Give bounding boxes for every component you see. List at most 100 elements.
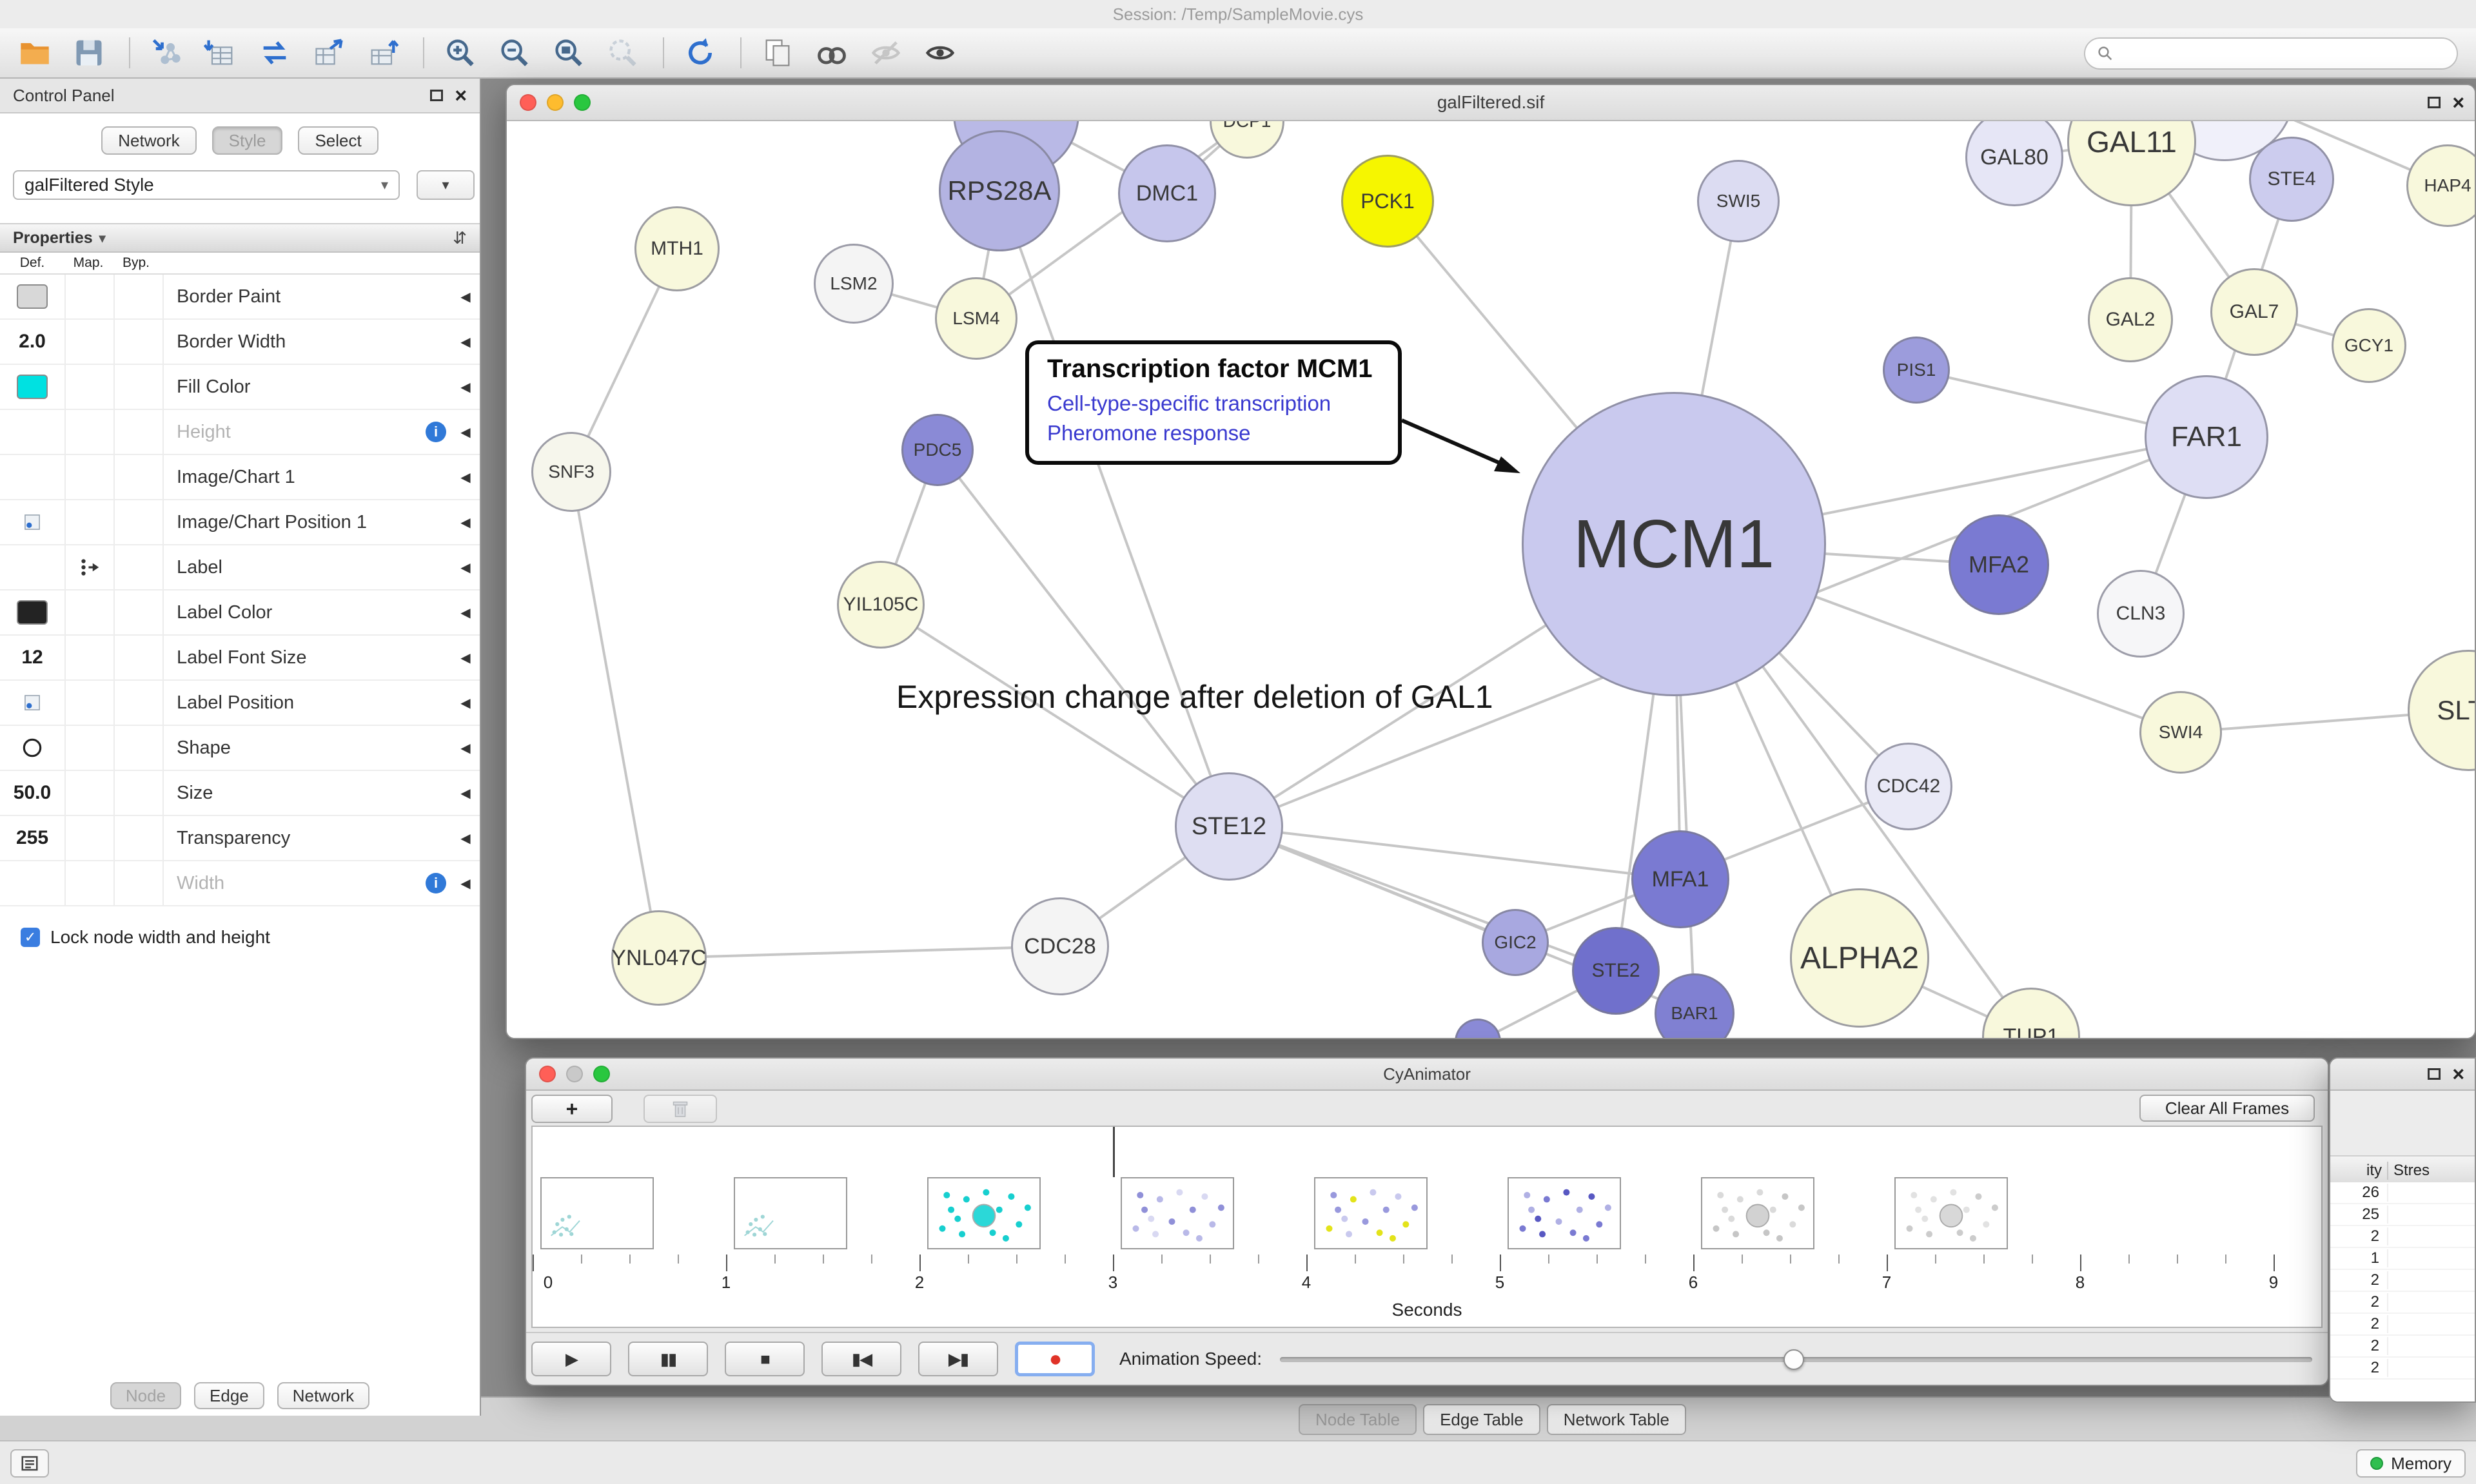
network-canvas[interactable]: RPS28ADMC1DCP1PCK1SWI5GAL80GAL11STE4HAP4…	[507, 121, 2475, 1038]
tab-select[interactable]: Select	[298, 126, 378, 155]
property-row[interactable]: Border Paint i ◀	[0, 275, 480, 320]
expand-arrow-icon[interactable]: ◀	[460, 786, 471, 801]
graph-node-LSM2[interactable]: LSM2	[814, 244, 894, 324]
expand-arrow-icon[interactable]: ◀	[460, 380, 471, 395]
graph-node-MCM1[interactable]: MCM1	[1522, 392, 1826, 696]
network-window-titlebar[interactable]: galFiltered.sif ×	[507, 85, 2475, 121]
delete-frame-button[interactable]	[644, 1095, 717, 1123]
graph-node-SNF3[interactable]: SNF3	[531, 432, 611, 512]
graph-node-CDC28[interactable]: CDC28	[1011, 897, 1109, 995]
graph-node-MFA2[interactable]: MFA2	[1949, 514, 2049, 615]
frame-thumbnail[interactable]	[1314, 1177, 1428, 1249]
property-row[interactable]: Image/Chart 1 i ◀	[0, 455, 480, 500]
expand-arrow-icon[interactable]: ◀	[460, 650, 471, 665]
graph-node-GAL80[interactable]: GAL80	[1965, 121, 2063, 206]
graph-node-PIS1[interactable]: PIS1	[1883, 337, 1950, 404]
results-panel-header[interactable]: ×	[2330, 1059, 2475, 1091]
lock-node-size-row[interactable]: ✓ Lock node width and height	[21, 927, 480, 948]
frame-thumbnail[interactable]	[927, 1177, 1041, 1249]
skip-to-start-button[interactable]: ▮◀	[821, 1342, 901, 1376]
graph-node-GAL2[interactable]: GAL2	[2088, 277, 2173, 362]
graph-node-GCY1[interactable]: GCY1	[2332, 308, 2406, 383]
memory-indicator[interactable]: Memory	[2356, 1449, 2466, 1478]
column-header[interactable]: ity	[2330, 1162, 2388, 1180]
property-row[interactable]: 50.0 Size i ◀	[0, 771, 480, 816]
tab-network-bottom[interactable]: Network	[277, 1382, 370, 1409]
property-row[interactable]: 2.0 Border Width i ◀	[0, 320, 480, 365]
annotation-box[interactable]: Transcription factor MCM1 Cell-type-spec…	[1025, 340, 1402, 465]
property-row[interactable]: Label i ◀	[0, 545, 480, 591]
skip-to-end-button[interactable]: ▶▮	[918, 1342, 998, 1376]
graph-node-DMC1[interactable]: DMC1	[1118, 144, 1216, 242]
style-combobox[interactable]: galFiltered Style ▾	[13, 170, 400, 200]
status-menu-button[interactable]	[10, 1449, 49, 1478]
close-traffic-icon[interactable]	[539, 1066, 556, 1082]
zoom-out-icon[interactable]	[490, 32, 539, 73]
graph-node-YNL047C[interactable]: YNL047C	[611, 910, 707, 1006]
record-button[interactable]: ●	[1015, 1342, 1095, 1376]
close-traffic-icon[interactable]	[520, 94, 536, 111]
tab-edge-table[interactable]: Edge Table	[1423, 1404, 1540, 1435]
network-swap-icon[interactable]	[250, 32, 299, 73]
expand-arrow-icon[interactable]: ◀	[460, 289, 471, 304]
style-options-button[interactable]: ▾	[417, 170, 475, 200]
column-header[interactable]: Stres	[2393, 1162, 2430, 1179]
expand-arrow-icon[interactable]: ◀	[460, 425, 471, 440]
tab-style[interactable]: Style	[211, 126, 283, 155]
graph-node-LSM4[interactable]: LSM4	[935, 277, 1017, 360]
zoom-fit-icon[interactable]	[544, 32, 593, 73]
results-table-header[interactable]: ity Stres	[2330, 1155, 2475, 1186]
expand-arrow-icon[interactable]: ◀	[460, 560, 471, 575]
table-row[interactable]: 2	[2330, 1336, 2475, 1358]
float-panel-icon[interactable]	[2428, 1068, 2441, 1080]
property-row[interactable]: Height i ◀	[0, 410, 480, 455]
table-row[interactable]: 1	[2330, 1248, 2475, 1270]
frame-thumbnail[interactable]	[1701, 1177, 1814, 1249]
close-panel-icon[interactable]: ×	[455, 84, 467, 107]
play-button[interactable]: ▶	[531, 1342, 611, 1376]
refresh-layout-icon[interactable]	[663, 32, 725, 73]
tab-node-table[interactable]: Node Table	[1299, 1404, 1417, 1435]
tab-network[interactable]: Network	[101, 126, 197, 155]
graph-node-CDC42[interactable]: CDC42	[1865, 743, 1952, 830]
frame-thumbnail[interactable]	[734, 1177, 847, 1249]
cyanimator-titlebar[interactable]: CyAnimator	[526, 1059, 2328, 1091]
graph-node-MFA1[interactable]: MFA1	[1631, 830, 1729, 928]
close-panel-icon[interactable]: ×	[2452, 1062, 2464, 1086]
import-table-icon[interactable]	[196, 32, 245, 73]
import-network-icon[interactable]	[129, 32, 191, 73]
table-row[interactable]: 2	[2330, 1226, 2475, 1248]
clear-all-frames-button[interactable]: Clear All Frames	[2139, 1095, 2315, 1122]
annotation-link[interactable]: Cell-type-specific transcription	[1047, 391, 1331, 415]
graph-node-STE2[interactable]: STE2	[1572, 927, 1660, 1015]
frame-thumbnail[interactable]	[1894, 1177, 2008, 1249]
animation-speed-slider[interactable]	[1280, 1342, 2312, 1376]
first-neighbors-icon[interactable]	[807, 32, 856, 73]
graph-node-ALPHA2[interactable]: ALPHA2	[1790, 888, 1929, 1028]
default-value-swatch[interactable]	[17, 600, 48, 625]
search-input[interactable]	[2123, 42, 2446, 65]
graph-node-SWI5[interactable]: SWI5	[1697, 160, 1780, 242]
show-all-icon[interactable]	[916, 32, 965, 73]
graph-node-HAP4[interactable]: HAP4	[2406, 144, 2475, 227]
search-box[interactable]	[2084, 37, 2458, 70]
expand-arrow-icon[interactable]: ◀	[460, 515, 471, 530]
graph-node-GAL11[interactable]: GAL11	[2067, 121, 2196, 206]
graph-node-GAL7[interactable]: GAL7	[2210, 268, 2298, 356]
hide-selected-icon[interactable]	[861, 32, 910, 73]
export-table-icon[interactable]	[359, 32, 408, 73]
expand-arrow-icon[interactable]: ◀	[460, 831, 471, 846]
stop-button[interactable]: ■	[725, 1342, 805, 1376]
graph-node-SLT2[interactable]: SLT2	[2408, 650, 2475, 771]
open-session-icon[interactable]	[10, 32, 59, 73]
property-row[interactable]: Image/Chart Position 1 i ◀	[0, 500, 480, 545]
table-row[interactable]: 2	[2330, 1358, 2475, 1380]
graph-node-SWI4[interactable]: SWI4	[2139, 691, 2222, 774]
default-value-swatch[interactable]	[17, 375, 48, 399]
timeline-playhead[interactable]	[1113, 1127, 1115, 1177]
graph-node-PDC5[interactable]: PDC5	[901, 414, 974, 486]
close-window-icon[interactable]: ×	[2452, 91, 2464, 114]
frame-thumbnail[interactable]	[540, 1177, 654, 1249]
minimize-traffic-icon[interactable]	[547, 94, 564, 111]
